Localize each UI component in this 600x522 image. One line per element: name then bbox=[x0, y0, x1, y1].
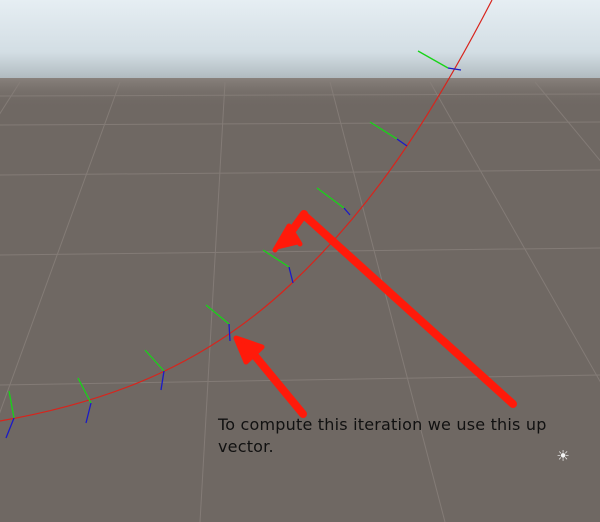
up-vectors bbox=[8, 50, 449, 419]
up-vector bbox=[369, 121, 398, 140]
annotation-caption: To compute this iteration we use this up… bbox=[218, 415, 547, 456]
ground-grid bbox=[0, 81, 600, 522]
bezier-curve bbox=[0, 0, 493, 422]
normal-vector bbox=[228, 323, 231, 342]
normal-vector bbox=[288, 266, 294, 284]
annotation-arrow-upper bbox=[272, 210, 517, 408]
normal-vector bbox=[85, 402, 92, 424]
normal-vector bbox=[160, 370, 165, 391]
normal-vector bbox=[396, 138, 408, 147]
up-vector bbox=[144, 349, 165, 372]
annotation-arrow-lower bbox=[233, 335, 307, 418]
up-vector bbox=[316, 187, 345, 209]
up-vector bbox=[417, 50, 449, 69]
ground bbox=[0, 78, 600, 522]
sky bbox=[0, 0, 600, 80]
sun-icon[interactable]: ☀ bbox=[556, 447, 570, 465]
normal-vector bbox=[447, 67, 462, 71]
up-vector bbox=[8, 390, 15, 419]
up-vector bbox=[77, 377, 92, 404]
up-vector bbox=[262, 249, 290, 268]
normal-vectors bbox=[5, 67, 462, 439]
up-vector bbox=[205, 304, 230, 325]
horizon-haze bbox=[0, 78, 600, 108]
normal-vector bbox=[343, 207, 351, 216]
normal-vector bbox=[5, 417, 15, 439]
